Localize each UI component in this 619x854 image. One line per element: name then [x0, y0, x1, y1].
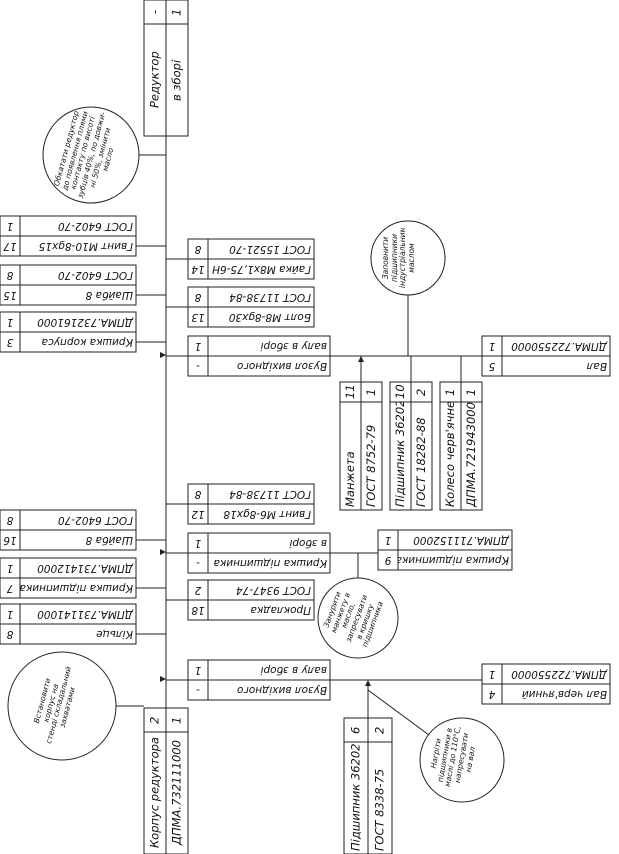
arrow-icon — [160, 352, 166, 358]
arrow-icon — [365, 680, 371, 686]
arrow-icon — [160, 676, 166, 682]
arrow-icon — [358, 356, 364, 362]
arrow-icon — [160, 549, 166, 555]
